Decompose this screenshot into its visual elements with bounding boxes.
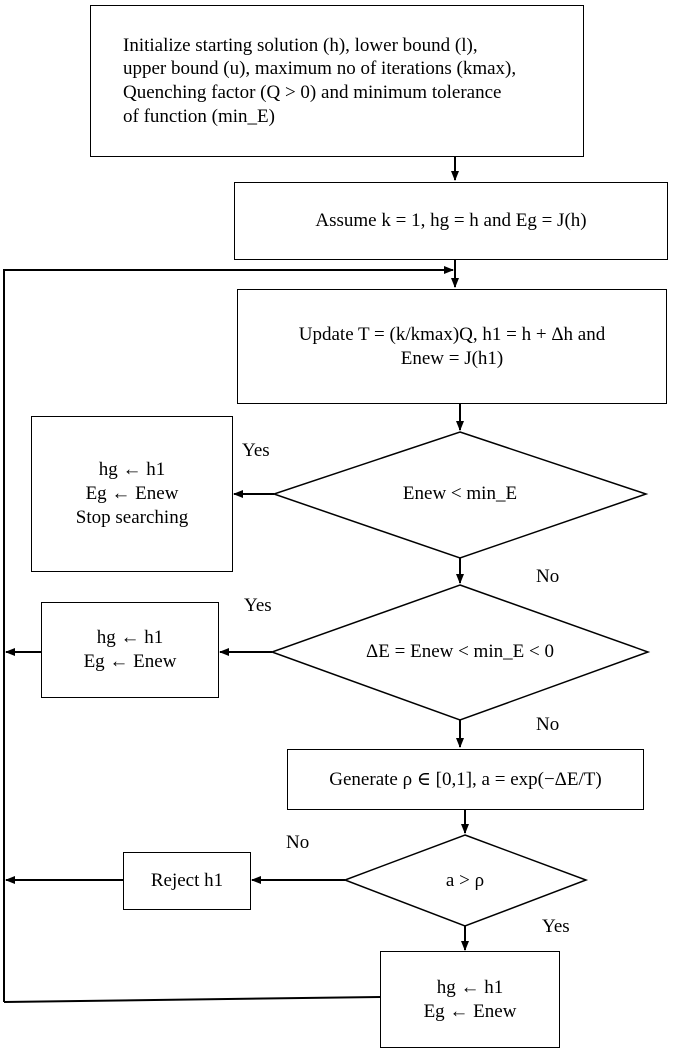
accept2-line-1: hg ← h1 bbox=[436, 976, 504, 998]
decision3-text: a > ρ bbox=[445, 870, 485, 892]
update-line-1: Update T = (k/kmax)Q, h1 = h + Δh and bbox=[298, 323, 606, 345]
update-box: Update T = (k/kmax)Q, h1 = h + Δh and En… bbox=[237, 289, 667, 404]
generate-text: Generate ρ ∈ [0,1], a = exp(−ΔE/T) bbox=[329, 768, 602, 790]
accept2-box: hg ← h1 Eg ← Enew bbox=[380, 951, 560, 1048]
decision1-diamond bbox=[271, 431, 649, 559]
init-line-2: upper bound (u), maximum no of iteration… bbox=[123, 58, 517, 80]
decision2-label: ΔE = Enew < min_E < 0 bbox=[320, 636, 600, 668]
label-d2-yes: Yes bbox=[244, 595, 272, 616]
stop-line-1: hg ← h1 bbox=[98, 459, 166, 481]
label-d3-no: No bbox=[286, 832, 310, 853]
assume-box: Assume k = 1, hg = h and Eg = J(h) bbox=[234, 182, 668, 260]
label-d2-no: No bbox=[536, 714, 560, 735]
stop-line-2: Eg ← Enew bbox=[85, 483, 179, 505]
reject-box: Reject h1 bbox=[123, 852, 251, 910]
label-d1-no: No bbox=[536, 566, 560, 587]
edge-accept2-loop bbox=[3, 996, 381, 1003]
label-d1-yes: Yes bbox=[242, 440, 270, 461]
decision1-text: Enew < min_E bbox=[402, 483, 518, 505]
reject-text: Reject h1 bbox=[150, 870, 224, 892]
decision1-label: Enew < min_E bbox=[340, 478, 580, 510]
init-line-3: Quenching factor (Q > 0) and minimum tol… bbox=[123, 82, 502, 103]
decision2-diamond bbox=[269, 584, 651, 721]
init-box: Initialize starting solution (h), lower … bbox=[90, 5, 584, 157]
loop-back-line bbox=[3, 266, 454, 1002]
accept1-line-2: Eg ← Enew bbox=[83, 651, 177, 672]
decision2-text: ΔE = Enew < min_E < 0 bbox=[366, 641, 554, 663]
accept1-line-1: hg ← h1 bbox=[96, 627, 164, 649]
stop-line-3: Stop searching bbox=[75, 506, 189, 528]
stop-box: hg ← h1 Eg ← Enew Stop searching bbox=[31, 416, 233, 572]
label-d3-yes: Yes bbox=[542, 916, 570, 937]
init-line-4: of function (min_E) bbox=[123, 105, 275, 127]
generate-box: Generate ρ ∈ [0,1], a = exp(−ΔE/T) bbox=[287, 749, 644, 810]
accept1-box: hg ← h1 Eg ← Enew bbox=[41, 602, 219, 698]
decision3-label: a > ρ bbox=[405, 865, 525, 897]
update-line-2: Enew = J(h1) bbox=[400, 347, 504, 369]
init-line-1: Initialize starting solution (h), lower … bbox=[123, 34, 478, 56]
accept2-line-2: Eg ← Enew bbox=[423, 1000, 517, 1022]
assume-text: Assume k = 1, hg = h and Eg = J(h) bbox=[315, 210, 587, 232]
decision3-diamond bbox=[342, 834, 589, 927]
